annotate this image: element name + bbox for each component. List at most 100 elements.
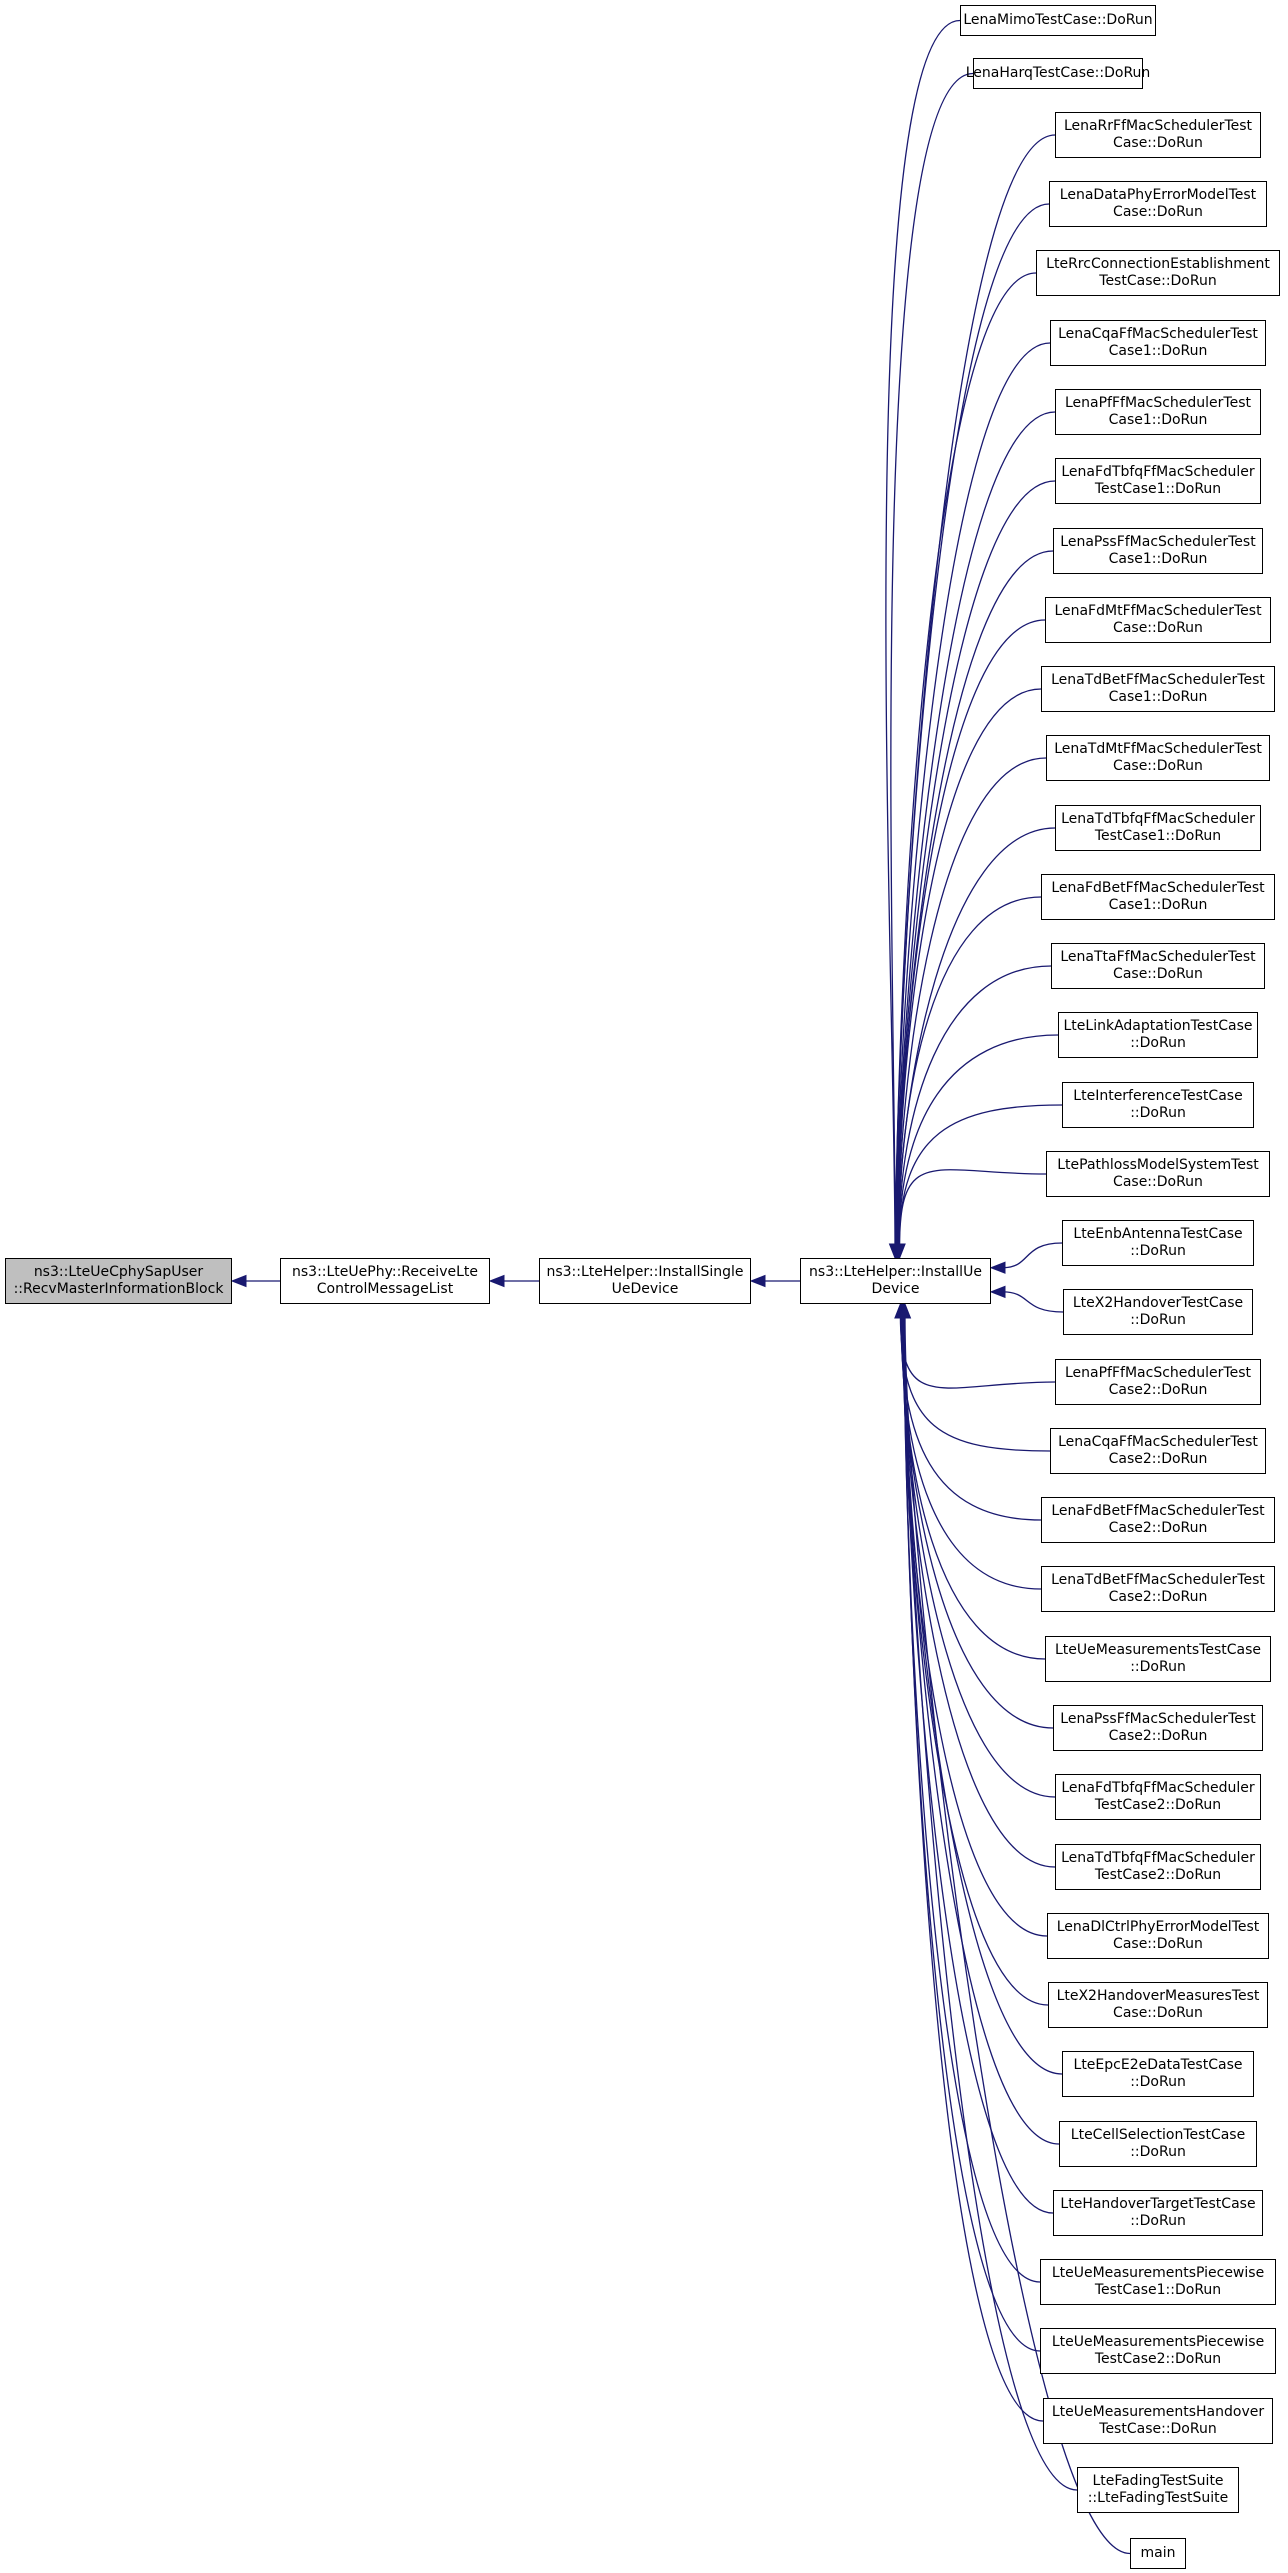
node-label-line: LenaPfFfMacSchedulerTest <box>1065 1365 1251 1381</box>
node-label-line: ::LteFadingTestSuite <box>1087 2490 1229 2506</box>
node-label-line: LenaPssFfMacSchedulerTest <box>1060 1711 1256 1727</box>
node-label-line: LenaFdTbfqFfMacScheduler <box>1061 1780 1255 1796</box>
node-label-line: LteUeMeasurementsHandover <box>1051 2404 1265 2420</box>
caller-node[interactable]: main <box>1130 2538 1186 2569</box>
caller-edge <box>895 272 1037 1247</box>
node-label-line: LteUeMeasurementsTestCase <box>1054 1642 1261 1658</box>
node-label-line: TestCase1::DoRun <box>1094 481 1222 497</box>
caller-node[interactable]: LteCellSelectionTestCase::DoRun <box>1059 2121 1257 2167</box>
caller-edge <box>902 1315 1060 2145</box>
node-label-line: Case2::DoRun <box>1108 1589 1208 1605</box>
caller-edge-arrowhead <box>989 1285 1006 1299</box>
node-label-line: LenaTtaFfMacSchedulerTest <box>1060 949 1256 965</box>
node-label-line: LenaTdTbfqFfMacScheduler <box>1061 1850 1255 1866</box>
caller-node[interactable]: LenaHarqTestCase::DoRun <box>966 58 1150 89</box>
caller-node[interactable]: LteFadingTestSuite::LteFadingTestSuite <box>1077 2467 1239 2513</box>
node-label-line: LteX2HandoverMeasuresTest <box>1056 1988 1260 2004</box>
caller-node[interactable]: LteEpcE2eDataTestCase::DoRun <box>1062 2051 1254 2097</box>
caller-edge <box>897 688 1042 1247</box>
node-label-line: LenaCqaFfMacSchedulerTest <box>1058 326 1258 342</box>
node-label-line: TestCase2::DoRun <box>1094 1797 1222 1813</box>
node-label-line: LenaTdBetFfMacSchedulerTest <box>1051 1572 1265 1588</box>
caller-node[interactable]: LteLinkAdaptationTestCase::DoRun <box>1058 1012 1258 1058</box>
chain-edge-arrowhead <box>230 1274 247 1288</box>
caller-node[interactable]: LteUeMeasurementsTestCase::DoRun <box>1045 1636 1271 1682</box>
node-label-line: LteLinkAdaptationTestCase <box>1063 1018 1253 1034</box>
caller-edge <box>898 1169 1047 1247</box>
node-label-line: TestCase2::DoRun <box>1094 2351 1222 2367</box>
node-label-line: LenaHarqTestCase::DoRun <box>965 65 1151 81</box>
node-label-line: ::DoRun <box>1130 2074 1186 2090</box>
node-label-line: ::DoRun <box>1130 2213 1186 2229</box>
node-label-line: LenaMimoTestCase::DoRun <box>963 12 1153 28</box>
node-label-line: Device <box>871 1281 920 1297</box>
node-label-line: LteUeMeasurementsPiecewise <box>1051 2265 1265 2281</box>
node-label-line: LteEpcE2eDataTestCase <box>1073 2057 1243 2073</box>
node-label-line: LenaPfFfMacSchedulerTest <box>1065 395 1251 411</box>
node-label-line: ::DoRun <box>1130 1243 1186 1259</box>
node-label-line: ns3::LteUePhy::ReceiveLte <box>292 1264 478 1280</box>
caller-edge <box>900 1315 1042 1521</box>
caller-edge <box>901 1315 1056 1868</box>
caller-edge <box>897 896 1042 1247</box>
node-label-line: Case::DoRun <box>1113 966 1203 982</box>
node-label-line: Case2::DoRun <box>1108 1728 1208 1744</box>
node-label-line: Case::DoRun <box>1113 758 1203 774</box>
node-label-line: Case1::DoRun <box>1108 343 1208 359</box>
node-label-line: ::DoRun <box>1130 2144 1186 2160</box>
caller-edge-arrowhead <box>898 1302 912 1319</box>
chain-edge-arrowhead <box>749 1274 766 1288</box>
node-label-line: ::RecvMasterInformationBlock <box>13 1281 224 1297</box>
caller-edge <box>898 1104 1063 1247</box>
node-label-line: LtePathlossModelSystemTest <box>1057 1157 1259 1173</box>
node-label-line: LteRrcConnectionEstablishment <box>1046 256 1270 272</box>
caller-edge <box>898 965 1052 1247</box>
caller-edge <box>895 342 1051 1247</box>
node-label-line: TestCase::DoRun <box>1099 2421 1217 2437</box>
node-label-line: Case::DoRun <box>1113 1936 1203 1952</box>
node-label-line: Case2::DoRun <box>1108 1520 1208 1536</box>
node-label-line: LenaFdMtFfMacSchedulerTest <box>1054 603 1262 619</box>
caller-node[interactable]: LteHandoverTargetTestCase::DoRun <box>1053 2190 1263 2236</box>
node-label-line: LteInterferenceTestCase <box>1073 1088 1243 1104</box>
caller-node[interactable]: LteInterferenceTestCase::DoRun <box>1062 1082 1254 1128</box>
caller-node[interactable]: LteEnbAntennaTestCase::DoRun <box>1062 1220 1254 1266</box>
node-label-line: LenaTdBetFfMacSchedulerTest <box>1051 672 1265 688</box>
caller-node[interactable]: LenaMimoTestCase::DoRun <box>960 5 1156 36</box>
node-label-line: ns3::LteUeCphySapUser <box>33 1264 204 1280</box>
caller-edge <box>895 203 1050 1247</box>
caller-edge <box>904 1315 1078 2491</box>
caller-node[interactable]: LteX2HandoverTestCase::DoRun <box>1063 1289 1253 1335</box>
node-label-line: ControlMessageList <box>316 1281 454 1297</box>
